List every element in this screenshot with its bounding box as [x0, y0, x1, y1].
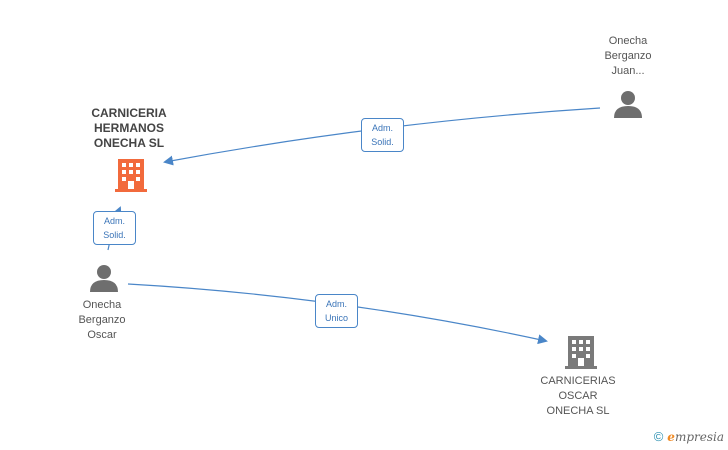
- label-line: Juan...: [611, 65, 645, 77]
- badge-line: Solid.: [371, 137, 394, 147]
- label-line: ONECHA SL: [93, 136, 165, 150]
- person-label-oscar[interactable]: Onecha Berganzo Oscar: [62, 298, 142, 343]
- edge-badge-oscar-adm-unico[interactable]: Adm. Unico: [315, 294, 358, 328]
- brand-text: mpresia: [674, 429, 724, 444]
- label-line: Onecha: [608, 35, 648, 47]
- label-line: OSCAR: [558, 390, 598, 402]
- label-line: Oscar: [87, 329, 117, 341]
- badge-line: Adm.: [325, 299, 347, 309]
- label-line: Berganzo: [78, 314, 126, 326]
- building-icon[interactable]: [115, 157, 147, 193]
- label-line: ONECHA SL: [546, 405, 610, 417]
- brand-initial: e: [667, 429, 675, 444]
- brand-logo: empresia: [667, 430, 724, 444]
- label-line: HERMANOS: [93, 121, 164, 135]
- empresia-watermark: © empresia: [654, 429, 724, 444]
- badge-line: Adm.: [103, 216, 125, 226]
- company-label-carnicerias-oscar[interactable]: CARNICERIAS OSCAR ONECHA SL: [533, 374, 623, 419]
- label-line: Berganzo: [604, 50, 652, 62]
- edge-badge-oscar-adm-solid[interactable]: Adm. Solid.: [93, 211, 136, 245]
- person-icon[interactable]: [89, 263, 119, 293]
- edge-badge-juan-adm-solid[interactable]: Adm. Solid.: [361, 118, 404, 152]
- label-line: CARNICERIA: [91, 106, 167, 120]
- company-label-carniceria-hermanos[interactable]: CARNICERIA HERMANOS ONECHA SL: [84, 106, 174, 151]
- person-icon[interactable]: [613, 89, 643, 119]
- badge-line: Solid.: [103, 230, 126, 240]
- copyright-icon: ©: [653, 429, 664, 444]
- label-line: Onecha: [82, 299, 122, 311]
- person-label-juan[interactable]: Onecha Berganzo Juan...: [588, 34, 668, 79]
- badge-line: Unico: [324, 313, 348, 323]
- building-icon[interactable]: [565, 334, 597, 370]
- badge-line: Adm.: [371, 123, 393, 133]
- label-line: CARNICERIAS: [540, 375, 616, 387]
